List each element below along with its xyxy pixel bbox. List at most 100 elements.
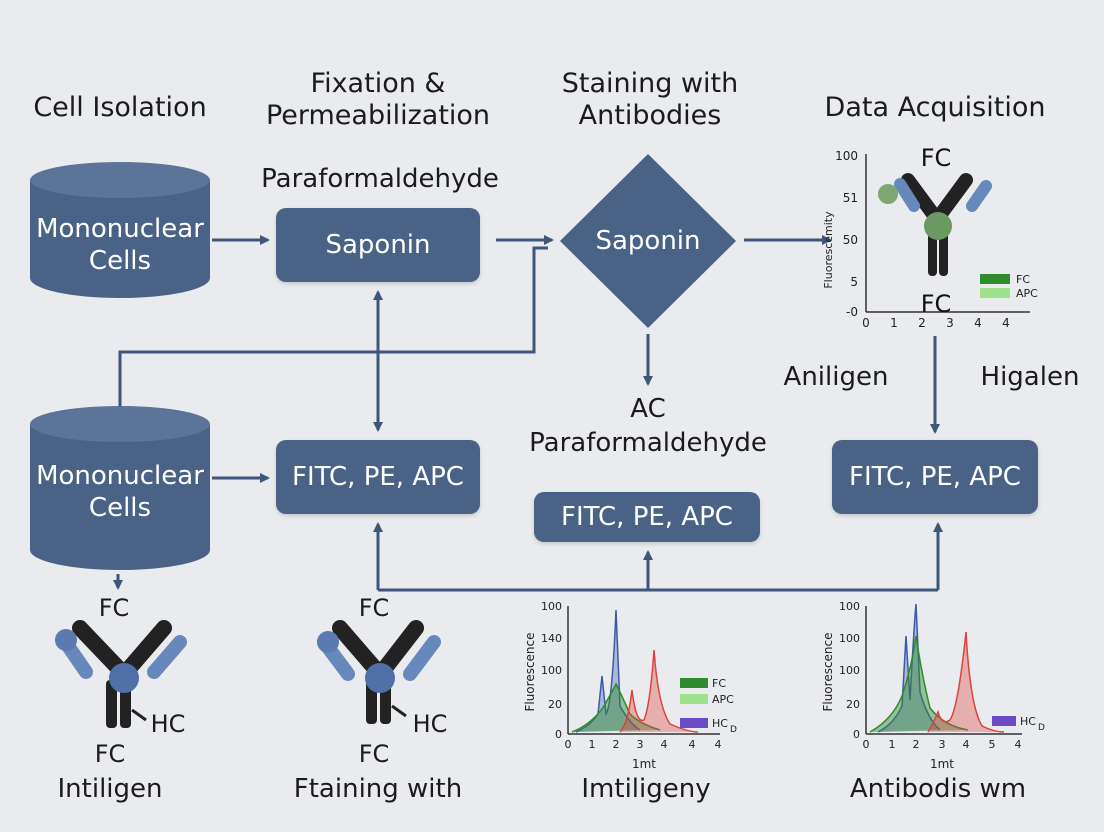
cylinder-bottom-line1: Mononuclear	[36, 460, 204, 491]
antibody-mid-icon	[317, 620, 441, 724]
cylinder-bottom	[30, 406, 210, 570]
header-staining: Staining with Antibodies	[540, 68, 760, 133]
chart-mid-ytick-3: 20	[548, 698, 562, 711]
plot-tr-legend-0: FC	[1016, 273, 1030, 286]
cylinder-top	[30, 162, 210, 298]
chart-right-xlabel: 1mt	[930, 757, 954, 771]
cylinder-top-line2: Cells	[88, 246, 152, 276]
plot-tr-xtick-4: 4	[974, 316, 982, 330]
chart-mid-xlabel: 1mt	[632, 757, 656, 771]
chart-right-xtick-2: 2	[913, 738, 920, 751]
chart-right-ytick-1: 100	[839, 632, 860, 645]
plot-tr-ytick-2: 50	[843, 233, 858, 247]
chart-mid-legend-1: APC	[712, 693, 734, 706]
fitc-box-mid: FITC, PE, APC	[534, 492, 760, 542]
chart-mid-xtick-6: 4	[715, 738, 722, 751]
plot-tr-xtick-2: 2	[918, 316, 926, 330]
chart-mid-ytick-0: 100	[541, 600, 562, 613]
header-data-acquisition: Data Acquisition	[824, 92, 1046, 123]
chart-right-legend-sub: D	[1038, 723, 1045, 733]
chart-right-xtick-1: 1	[889, 738, 896, 751]
chart-right-ylabel: Fluorescence	[821, 632, 835, 711]
saponin-diamond	[560, 154, 736, 328]
chart-mid-xtick-5: 4	[689, 738, 696, 751]
chart-mid-legend-swatch-1	[680, 694, 708, 704]
plot-tr-xtick-0: 0	[862, 316, 870, 330]
cylinder-bottom-label: Mononuclear Cells	[28, 446, 212, 538]
header-staining-line1: Staining with	[561, 68, 739, 99]
antibody-left-icon	[55, 620, 187, 728]
chart-mid-ytick-1: 140	[541, 632, 562, 645]
chart-mid-ytick-4: 0	[555, 728, 562, 741]
chart-mid-legend-sub: D	[730, 725, 737, 735]
cylinder-top-label: Mononuclear Cells	[28, 200, 212, 290]
header-fixation: Fixation & Permeabilization	[248, 68, 508, 133]
plot-tr-legend-swatch-1	[980, 288, 1010, 298]
chart-mid-ytick-2: 100	[541, 664, 562, 677]
chart-mid-xtick-2: 2	[613, 738, 620, 751]
plot-tr-legend-1: APC	[1016, 287, 1038, 300]
chart-mid-legend-swatch-2	[680, 718, 708, 728]
chart-right-legend-0: HC	[1020, 715, 1036, 728]
chart-right-blue-curve	[877, 603, 941, 733]
plot-tr-xtick-5: 4	[1002, 316, 1010, 330]
chart-right: Fluorescence 100 100 100 20 0 0 1 2 3 4 …	[821, 600, 1045, 771]
chart-mid-green-curve	[571, 682, 661, 733]
antibody-left-fc-bottom: FC	[94, 740, 126, 768]
chart-mid-legend-2: HC	[712, 717, 728, 730]
antibody-left-hc: HC	[150, 710, 186, 738]
label-aniligen: Aniligen	[783, 362, 889, 392]
fitc-box-left: FITC, PE, APC	[276, 440, 480, 514]
label-ac: AC	[630, 394, 666, 424]
chart-mid-red-curve	[619, 649, 699, 733]
plot-tr-xtick-1: 1	[890, 316, 898, 330]
chart-mid-xtick-3: 3	[637, 738, 644, 751]
chart-right-red-curve	[927, 631, 1005, 733]
header-fixation-line2: Permeabilization	[265, 100, 491, 132]
plot-tr-xtick-3: 3	[946, 316, 954, 330]
chart-right-legend-swatch-0	[992, 716, 1016, 726]
label-paraformaldehyde-mid: Paraformaldehyde	[529, 428, 767, 458]
plot-tr-antibody-icon	[878, 173, 992, 276]
diamond-label: Saponin	[595, 226, 701, 256]
chart-right-ytick-4: 0	[853, 728, 860, 741]
plot-tr-fc-bottom: FC	[921, 290, 952, 318]
antibody-left-fc-top: FC	[98, 594, 130, 622]
chart-mid-xtick-0: 0	[565, 738, 572, 751]
cylinder-bottom-line2: Cells	[88, 493, 152, 523]
chart-right-xtick-4: 4	[963, 738, 970, 751]
chart-right-ytick-0: 100	[839, 600, 860, 613]
chart-right-ytick-3: 20	[846, 698, 860, 711]
plot-tr-fc-top: FC	[921, 144, 952, 172]
fitc-box-right: FITC, PE, APC	[832, 440, 1038, 514]
cylinder-top-line1: Mononuclear	[36, 213, 204, 244]
header-fixation-line1: Fixation &	[310, 68, 446, 99]
antibody-mid-caption: Ftaining with	[293, 774, 463, 804]
loop-line	[118, 246, 548, 410]
label-higalen: Higalen	[980, 362, 1080, 392]
plot-tr-legend-swatch-0	[980, 274, 1010, 284]
header-staining-line2: Antibodies	[578, 100, 722, 132]
plot-tr-ytick-1: 51	[843, 191, 858, 205]
plot-top-right: Fluorescemity 100 51 50 5 -0 0 1 2 3 4 4…	[822, 144, 1038, 330]
plot-tr-ylabel: Fluorescemity	[822, 211, 835, 289]
chart-mid-ylabel: Fluorescence	[523, 632, 537, 711]
plot-tr-ytick-4: -0	[846, 305, 858, 319]
antibody-left-caption: Intiligen	[57, 774, 163, 804]
label-paraformaldehyde-top: Paraformaldehyde	[261, 164, 499, 194]
antibody-mid-hc: HC	[412, 710, 448, 738]
chart-mid-legend-0: FC	[712, 677, 726, 690]
chart-mid-legend-swatch-0	[680, 678, 708, 688]
chart-right-ytick-2: 100	[839, 664, 860, 677]
chart-right-green-curve	[869, 635, 969, 733]
chart-right-xtick-0: 0	[863, 738, 870, 751]
header-cell-isolation: Cell Isolation	[33, 92, 207, 123]
chart-right-xtick-3: 3	[939, 738, 946, 751]
chart-right-xtick-5: 5	[989, 738, 996, 751]
chart-mid-xtick-1: 1	[589, 738, 596, 751]
plot-tr-ytick-0: 100	[835, 149, 858, 163]
chart-right-xtick-6: 4	[1015, 738, 1022, 751]
plot-tr-ytick-3: 5	[850, 275, 858, 289]
chart-mid-caption: Imtiligeny	[581, 774, 711, 804]
